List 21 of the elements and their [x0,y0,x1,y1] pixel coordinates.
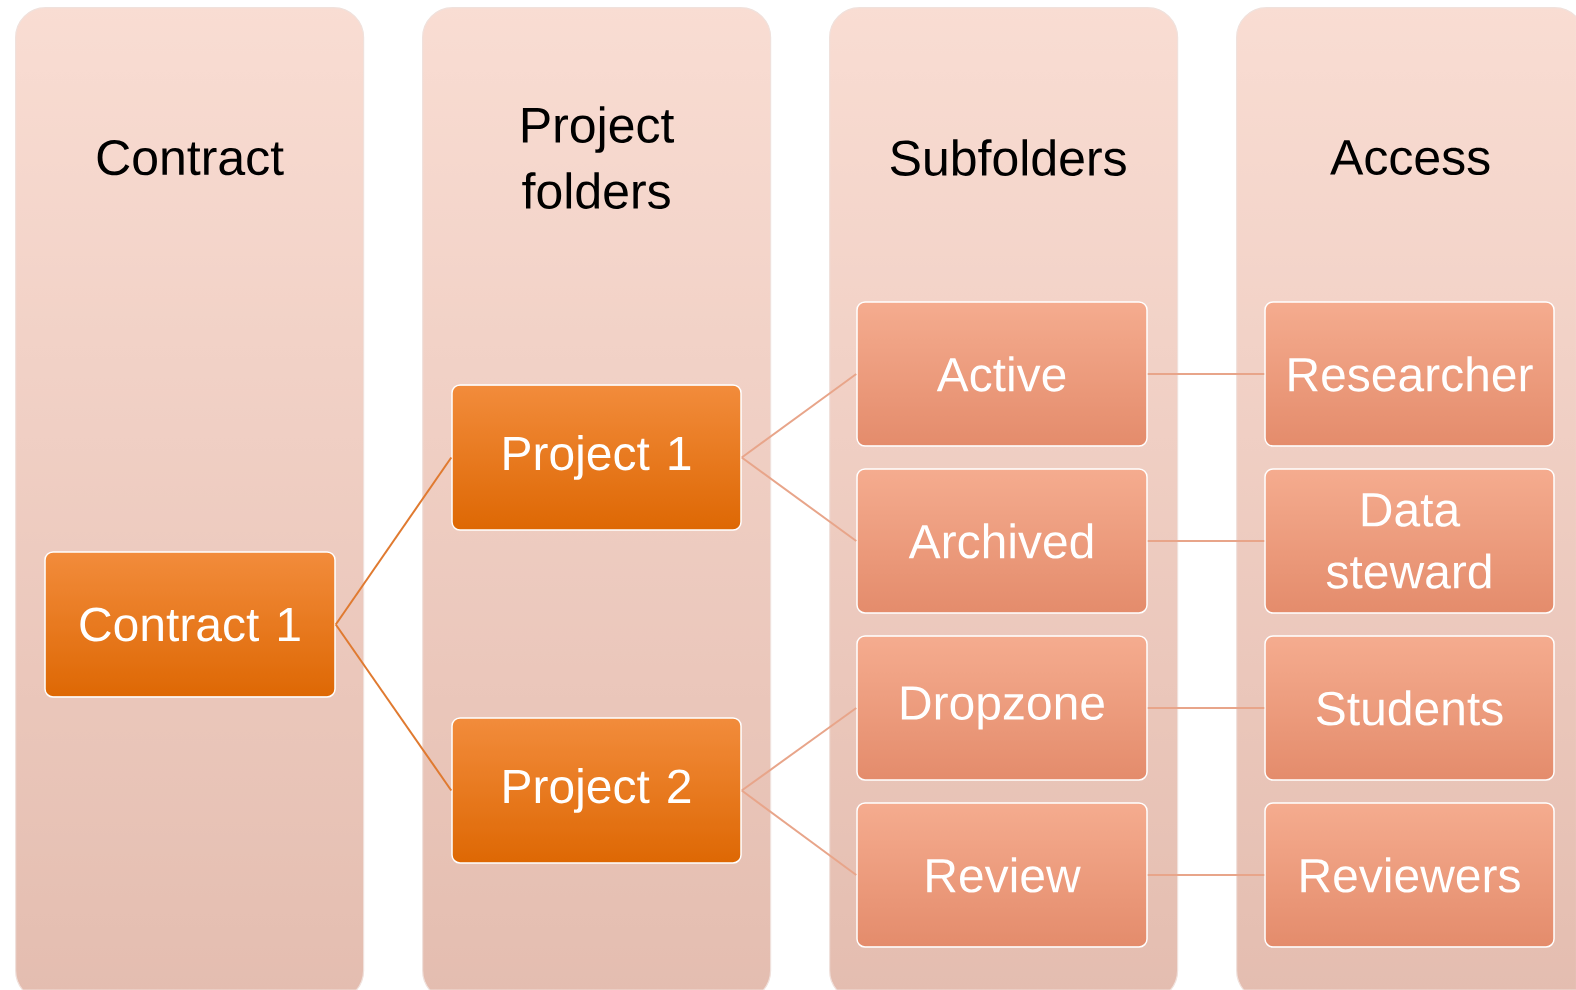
project-box: Project 2 [451,717,742,864]
connector-line [334,623,453,792]
connector-line [1146,707,1266,709]
folder-box: Archived [856,468,1148,614]
connector-line [740,456,858,542]
connector-line [1146,540,1266,542]
project-box: Project 1 [451,384,742,531]
folder-box: Reviewers [1264,802,1555,948]
connector-line [1146,874,1266,876]
connector-line [1146,373,1266,375]
connector-line [740,707,858,792]
folder-box: Data steward [1264,468,1555,614]
connector-line [740,373,858,459]
folder-box: Review [856,802,1148,948]
connector-line [334,456,453,626]
folder-box: Active [856,301,1148,447]
folder-box: Students [1264,635,1555,781]
project-box: Contract 1 [44,551,336,698]
folder-box: Dropzone [856,635,1148,781]
folder-box: Researcher [1264,301,1555,447]
connector-line [740,789,858,876]
